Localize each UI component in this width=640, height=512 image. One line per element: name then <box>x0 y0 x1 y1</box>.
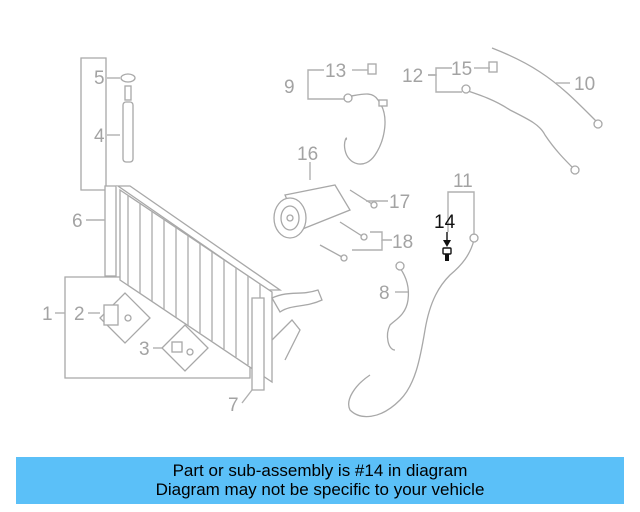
condenser <box>104 185 323 391</box>
hose-8 <box>348 233 479 418</box>
part-4-top <box>124 85 132 101</box>
part-2-bolt <box>124 314 132 322</box>
hose-10 <box>461 47 603 175</box>
callout-18: 18 <box>392 232 413 253</box>
callout-10: 10 <box>574 74 595 95</box>
callout-17: 17 <box>389 192 410 213</box>
part-5-cap <box>120 73 136 83</box>
callout-2: 2 <box>74 304 85 325</box>
part-3-panel <box>161 324 209 372</box>
callout-16: 16 <box>297 144 318 165</box>
callout-6: 6 <box>72 211 83 232</box>
part-14-highlight <box>442 232 452 261</box>
callout-3: 3 <box>139 339 150 360</box>
callout-11: 11 <box>453 171 473 192</box>
callout-5: 5 <box>94 68 105 89</box>
hose-9 <box>343 63 388 165</box>
callout-9: 9 <box>284 77 295 98</box>
bolt-17 <box>349 189 378 209</box>
parts-diagram: 5 4 6 1 2 3 7 8 9 10 11 12 13 14 15 16 1… <box>42 47 603 418</box>
part-2-panel <box>99 292 151 344</box>
part-3-bolt <box>186 348 194 356</box>
part-2-bracket <box>103 304 119 326</box>
compressor <box>273 184 351 239</box>
callout-13: 13 <box>325 61 346 82</box>
callout-1: 1 <box>42 304 53 325</box>
info-banner: Part or sub-assembly is #14 in diagram D… <box>16 457 624 504</box>
callout-15: 15 <box>451 59 472 80</box>
callout-4: 4 <box>94 126 105 147</box>
bolts-18 <box>319 221 368 262</box>
leader-lines <box>55 67 570 404</box>
callout-7: 7 <box>228 395 239 416</box>
callout-12: 12 <box>402 66 423 87</box>
banner-line-part: Part or sub-assembly is #14 in diagram <box>172 461 468 480</box>
part-3-bracket <box>171 341 183 353</box>
callout-8: 8 <box>379 283 390 304</box>
part-4-drier <box>122 101 134 163</box>
callout-14: 14 <box>434 212 456 233</box>
banner-line-disclaimer: Diagram may not be specific to your vehi… <box>155 480 485 499</box>
